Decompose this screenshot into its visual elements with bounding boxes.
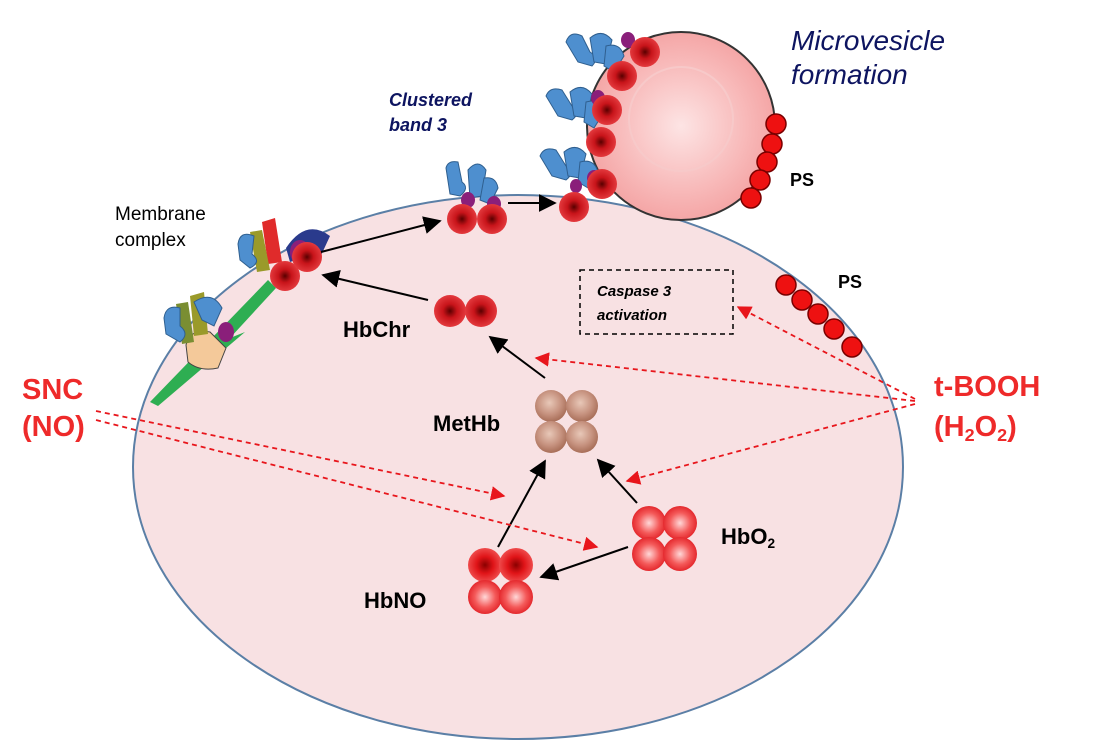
phosphatidylserine-chain-right-icon (775, 274, 863, 358)
membrane-complex-label: Membrane complex (115, 204, 206, 251)
caspase-label: Caspase 3 activation (597, 283, 672, 324)
hbchr-icon (434, 295, 497, 327)
microvesicle-label: Microvesicle formation (791, 25, 946, 90)
methb-label: MetHb (433, 411, 501, 436)
ps-top-label: PS (790, 170, 815, 190)
band3-protein-icon (445, 161, 507, 234)
hbo2-label: HbO2 (721, 524, 776, 551)
membrane-complex-lower-icon (163, 292, 234, 370)
red-blood-cell (132, 194, 904, 740)
hbo2-tetramer-icon (632, 506, 697, 571)
phosphatidylserine-chain-icon (740, 113, 787, 209)
oxidant-arrows (95, 306, 916, 551)
hbno-tetramer-icon (468, 548, 533, 614)
hbchr-label: HbChr (343, 317, 411, 342)
caspase-box (579, 269, 734, 335)
hbno-label: HbNO (364, 588, 427, 613)
ps-right-label: PS (838, 272, 863, 292)
pathway-arrows (320, 194, 638, 581)
methb-tetramer-icon (535, 390, 598, 453)
snc-label: SNC (NO) (22, 374, 85, 443)
clustered-band3-label: Clustered band 3 (389, 90, 473, 135)
tbooh-label: t-BOOH (H2O2) (934, 371, 1041, 446)
